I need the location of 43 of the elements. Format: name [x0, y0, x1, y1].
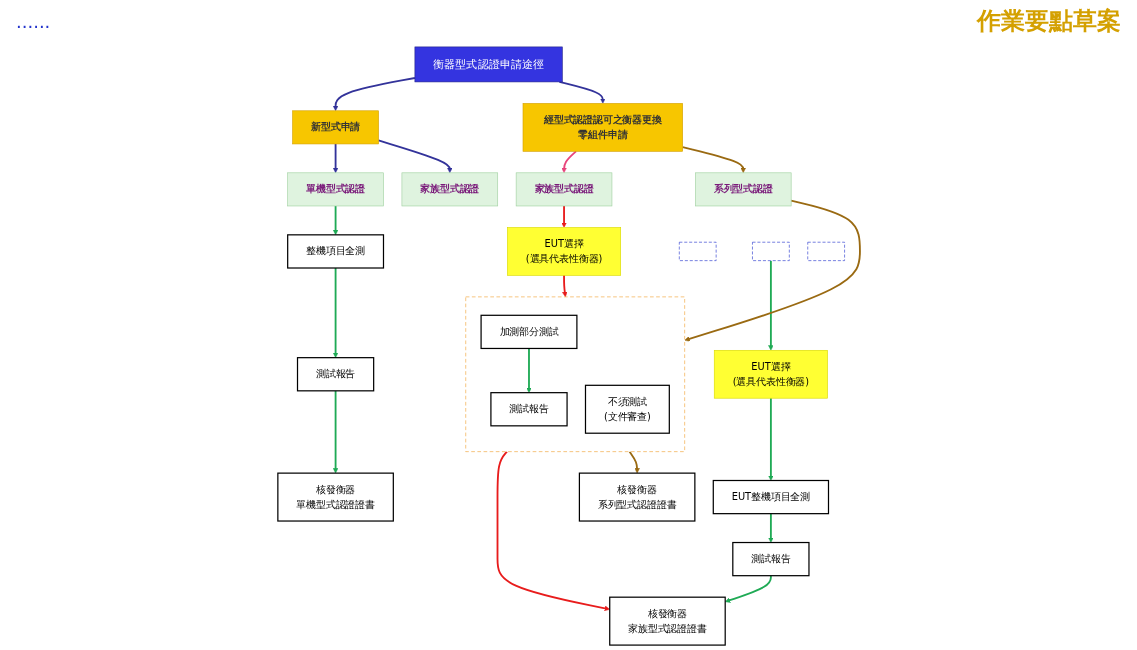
arrow [332, 77, 416, 112]
node-box: 家族型式認證 [515, 172, 612, 207]
arrow [525, 347, 532, 393]
node-box: 測試報告 [731, 541, 810, 577]
node-box: 整機項目全測 [286, 234, 384, 269]
node-box: 測試報告 [296, 357, 374, 392]
arrow [724, 574, 772, 603]
node-box: 加測部分測試 [480, 314, 578, 350]
arrow [332, 205, 338, 236]
node-box: 核發衡器 系列型式認證證書 [578, 472, 696, 522]
cluster [465, 296, 685, 452]
node-box: 家族型式認證 [401, 172, 498, 207]
arrow [767, 512, 774, 543]
node-box [807, 241, 845, 261]
node-box: 衡器型式認證申請途徑 [414, 46, 563, 83]
node-box: EUT整機項目全測 [712, 479, 829, 515]
node-box: 核發衡器 單機型式認證證書 [276, 472, 394, 522]
node-box: 新型式申請 [291, 110, 379, 145]
arrow [332, 389, 338, 474]
draft-note: 作業要點草案 [977, 6, 1121, 37]
node-box: 單機型式認證 [286, 172, 384, 207]
arrow [684, 199, 861, 342]
node-box: 核發衡器 家族型式認證證書 [608, 596, 726, 646]
arrow [332, 267, 338, 358]
node-box: 不須測試 (文件審查) [584, 384, 670, 434]
node-box: 經型式認證認可之衡器更換零組件申請 [522, 103, 683, 152]
arrow [560, 150, 577, 174]
arrow [560, 205, 567, 228]
node-box [678, 241, 717, 261]
arrow [767, 397, 774, 481]
node-box: EUT選擇 (選具代表性衡器) [506, 227, 621, 276]
node-box [751, 241, 790, 261]
arrow [496, 450, 610, 611]
arrow [332, 143, 338, 174]
arrow [767, 259, 774, 351]
node-box: EUT選擇 (選具代表性衡器) [713, 350, 828, 399]
ellipsis-text: ...... [16, 10, 51, 32]
arrow [377, 139, 453, 174]
node-box: 測試報告 [489, 392, 568, 427]
arrow [681, 146, 746, 174]
node-box: 系列型式認證 [694, 172, 792, 207]
arrow [561, 274, 568, 298]
arrow [628, 450, 640, 474]
